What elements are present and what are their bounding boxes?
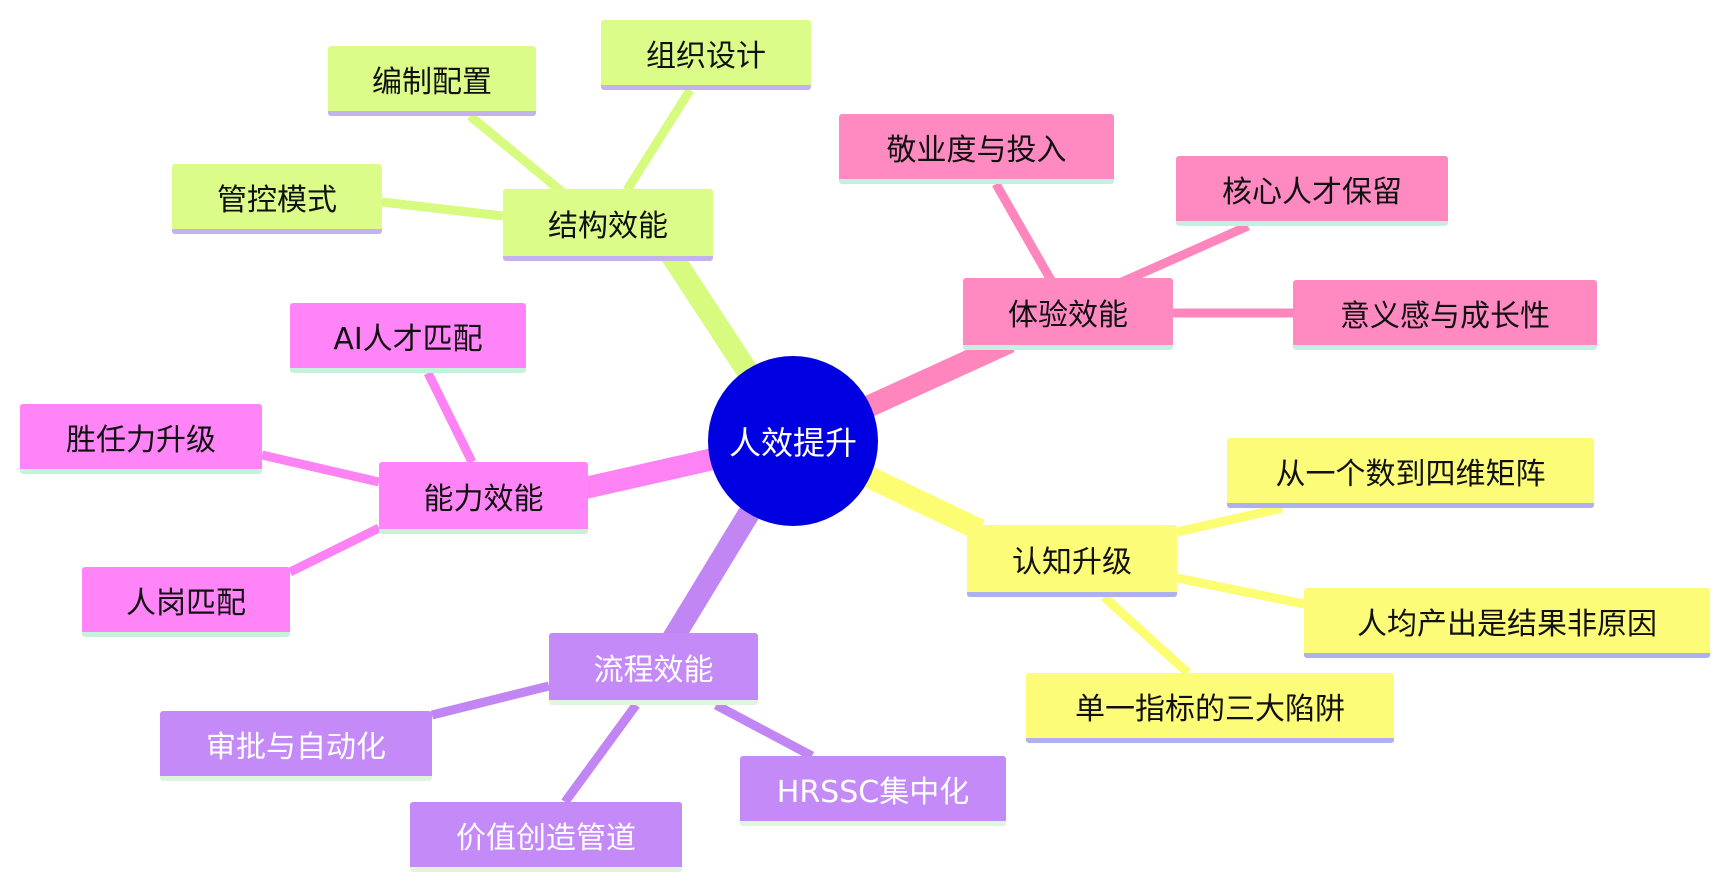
node-label: 核心人才保留 (1222, 174, 1402, 210)
branch-process[interactable]: 流程效能 (549, 633, 758, 705)
branch-capability[interactable]: 能力效能 (379, 462, 588, 534)
branch-structure[interactable]: 结构效能 (503, 189, 713, 261)
node-talent-retention[interactable]: 核心人才保留 (1176, 156, 1448, 226)
node-control-mode[interactable]: 管控模式 (172, 164, 382, 234)
node-label: 意义感与成长性 (1340, 298, 1550, 334)
node-label: 价值创造管道 (456, 820, 636, 856)
edge-cognition-output (1176, 573, 1305, 609)
edge-experience-retention (1120, 221, 1250, 287)
node-value-pipeline[interactable]: 价值创造管道 (410, 802, 682, 872)
edge-capability-competency (260, 450, 381, 487)
node-label: 人均产出是结果非原因 (1357, 606, 1657, 642)
node-label: 人岗匹配 (126, 585, 246, 621)
node-label: 敬业度与投入 (886, 132, 1067, 168)
edge-structure-staffing (467, 112, 570, 200)
edge-process-pipeline (561, 702, 640, 805)
center-node-label: 人效提升 (728, 424, 857, 462)
node-label: 单一指标的三大陷阱 (1075, 691, 1345, 727)
node-output-result[interactable]: 人均产出是结果非原因 (1304, 588, 1710, 658)
node-label: HRSSC集中化 (776, 774, 970, 810)
node-three-pitfalls[interactable]: 单一指标的三大陷阱 (1026, 673, 1394, 743)
edge-cognition-matrix (1175, 503, 1284, 537)
edge-process-approval (430, 681, 551, 720)
node-four-dim-matrix[interactable]: 从一个数到四维矩阵 (1227, 438, 1594, 508)
node-meaning-growth[interactable]: 意义感与成长性 (1293, 280, 1597, 350)
node-label: 从一个数到四维矩阵 (1275, 456, 1546, 492)
node-label: 审批与自动化 (206, 729, 386, 765)
node-label: 编制配置 (372, 64, 492, 100)
edge-experience-engagement (992, 181, 1056, 285)
node-hrssc[interactable]: HRSSC集中化 (740, 756, 1006, 826)
node-staffing-config[interactable]: 编制配置 (328, 46, 536, 116)
edge-capability-ai (423, 371, 477, 464)
branch-process-label: 流程效能 (593, 652, 714, 688)
branch-capability-label: 能力效能 (423, 481, 544, 517)
node-person-job-match[interactable]: 人岗匹配 (82, 567, 290, 637)
branch-experience[interactable]: 体验效能 (963, 278, 1173, 350)
node-label: AI人才匹配 (333, 321, 483, 357)
node-ai-talent-match[interactable]: AI人才匹配 (290, 303, 526, 373)
branch-cognition[interactable]: 认知升级 (967, 525, 1177, 597)
branch-experience-label: 体验效能 (1008, 297, 1128, 333)
node-org-design[interactable]: 组织设计 (601, 20, 811, 90)
node-label: 胜任力升级 (66, 422, 216, 458)
node-approval-automation[interactable]: 审批与自动化 (160, 711, 432, 781)
branch-cognition-label: 认知升级 (1012, 544, 1132, 580)
branch-structure-label: 结构效能 (548, 208, 668, 244)
node-competency-upgrade[interactable]: 胜任力升级 (20, 404, 262, 474)
edge-cognition-pitfalls (1100, 593, 1192, 677)
edge-structure-control (381, 197, 504, 221)
edge-structure-org (623, 87, 694, 193)
node-label: 管控模式 (217, 182, 337, 218)
edge-process-hrssc (713, 701, 815, 760)
node-label: 组织设计 (646, 38, 766, 74)
node-engagement[interactable]: 敬业度与投入 (839, 114, 1114, 184)
center-node[interactable]: 人效提升 (708, 356, 878, 526)
edge-capability-personjob (288, 523, 381, 577)
